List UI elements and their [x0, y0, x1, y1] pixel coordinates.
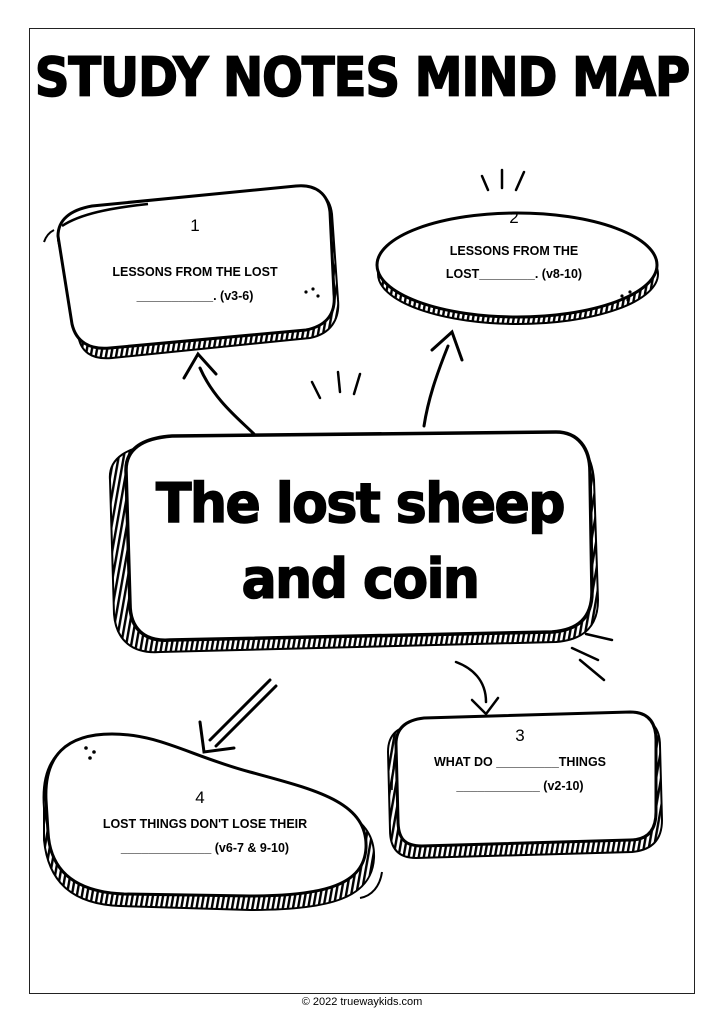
bubble-2-line2: LOST________. (v8-10) — [445, 267, 583, 281]
page-title: STUDY NOTES MIND MAP — [34, 45, 691, 109]
bubble-1-line1: LESSONS FROM THE LOST — [112, 265, 278, 279]
center-topic-line1: The lost sheep — [155, 472, 566, 537]
bubble-4-line1: LOST THINGS DON'T LOSE THEIR — [102, 817, 308, 831]
arrow-to-bubble-3 — [454, 660, 500, 716]
bubble-1-number: 1 — [190, 216, 200, 235]
arrow-to-bubble-2 — [422, 329, 464, 428]
bubble-3-line2: ____________ (v2-10) — [456, 779, 584, 793]
bubble-4-shape — [42, 732, 383, 912]
bubble-3-shape — [386, 710, 664, 860]
bubble-4-number: 4 — [195, 788, 205, 807]
bubble-3-line1: WHAT DO _________THINGS — [433, 755, 607, 769]
bubble-3-number: 3 — [515, 726, 525, 745]
center-bubble-shape — [108, 370, 614, 682]
bubble-2-number: 2 — [509, 208, 519, 227]
bubble-4-line2: _____________ (v6-7 & 9-10) — [120, 841, 290, 855]
arrow-to-bubble-1 — [182, 351, 256, 436]
bubble-1-shape — [43, 184, 340, 360]
bubble-2-line1: LESSONS FROM THE — [449, 244, 579, 258]
page-border — [29, 28, 695, 994]
bubble-1-line2: ___________. (v3-6) — [136, 289, 254, 303]
copyright-footer: © 2022 truewaykids.com — [301, 996, 423, 1008]
bubble-2-shape — [375, 168, 659, 325]
arrow-to-bubble-4 — [198, 678, 278, 754]
center-topic: The lost sheep and coin — [130, 466, 590, 617]
center-topic-line2: and coin — [241, 548, 481, 613]
